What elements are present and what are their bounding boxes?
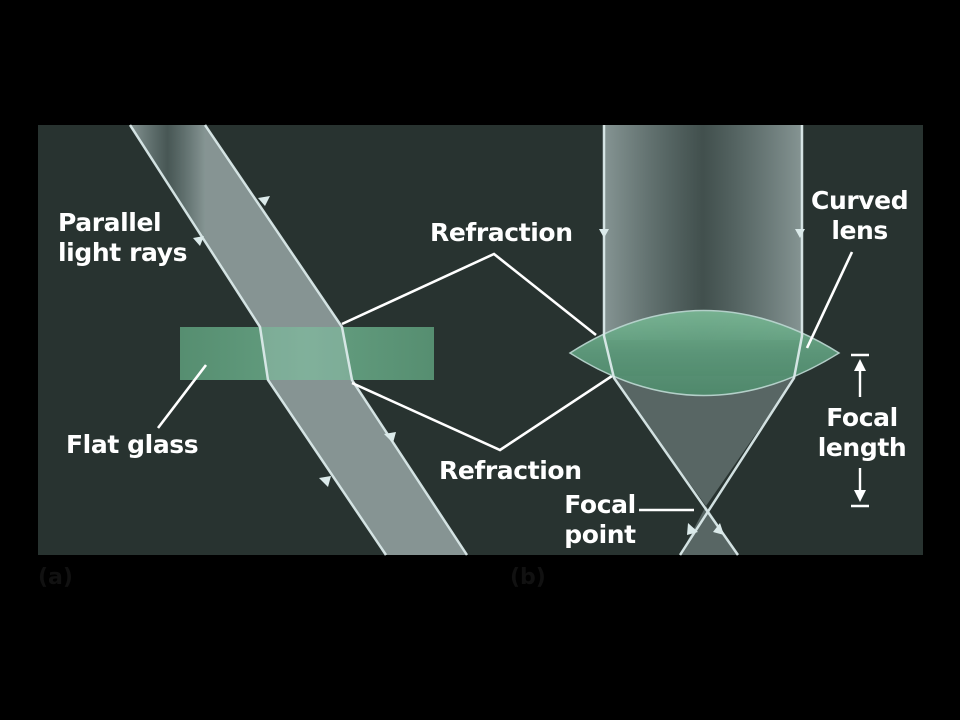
outgoing-beam <box>268 380 467 555</box>
focal-length-marker <box>851 353 869 508</box>
ray-arrow-icon <box>319 476 331 487</box>
label-curved-line2: lens <box>831 216 888 245</box>
pointer-line-refraction-bottom <box>351 374 613 452</box>
pointer-line-flat-glass <box>156 364 208 429</box>
ray-arrow-icon <box>599 229 609 238</box>
incoming-beam <box>130 125 342 327</box>
label-focal-point: Focal point <box>560 490 640 550</box>
ray-arrow-icon <box>795 229 805 238</box>
curved-lens <box>568 309 841 397</box>
label-focal-length: Focal length <box>814 403 910 463</box>
caption-a: (a) <box>38 565 73 590</box>
label-focal-point-line2: point <box>564 520 636 549</box>
label-parallel-line1: Parallel <box>58 208 162 237</box>
converging-beam <box>612 376 796 506</box>
incoming-parallel-beam <box>604 125 802 340</box>
label-refraction-top: Refraction <box>430 218 573 247</box>
ray-arrow-icon <box>384 432 396 443</box>
label-refraction-bottom: Refraction <box>439 456 582 485</box>
beam-edge-right <box>203 124 469 556</box>
panel-b-graphic <box>568 125 869 556</box>
refracted-beam-in-glass <box>260 327 352 380</box>
pointer-line-curved-lens <box>805 251 854 349</box>
panel-a-graphic <box>128 124 613 556</box>
label-parallel-line2: light rays <box>58 238 188 267</box>
ray-arrow-icon <box>687 523 698 535</box>
label-focal-length-line1: Focal <box>826 403 898 432</box>
ray-arrow-icon <box>713 523 724 535</box>
caption-b: (b) <box>510 565 546 590</box>
beam-edge-left <box>128 124 388 556</box>
arrow-up-icon <box>854 359 866 371</box>
ray-arrow-icon <box>258 196 270 206</box>
arrow-down-icon <box>854 490 866 502</box>
label-parallel-light-rays: Parallel light rays <box>58 208 187 268</box>
diverging-beam <box>680 506 738 555</box>
flat-glass-slab <box>180 327 434 380</box>
pointer-line-refraction-top <box>341 252 597 337</box>
label-curved-lens: Curved lens <box>811 186 909 246</box>
label-curved-line1: Curved <box>811 186 909 215</box>
label-focal-point-line1: Focal <box>564 490 636 519</box>
label-focal-length-line2: length <box>817 433 907 462</box>
label-flat-glass: Flat glass <box>66 430 199 459</box>
ray-arrow-icon <box>193 236 204 246</box>
